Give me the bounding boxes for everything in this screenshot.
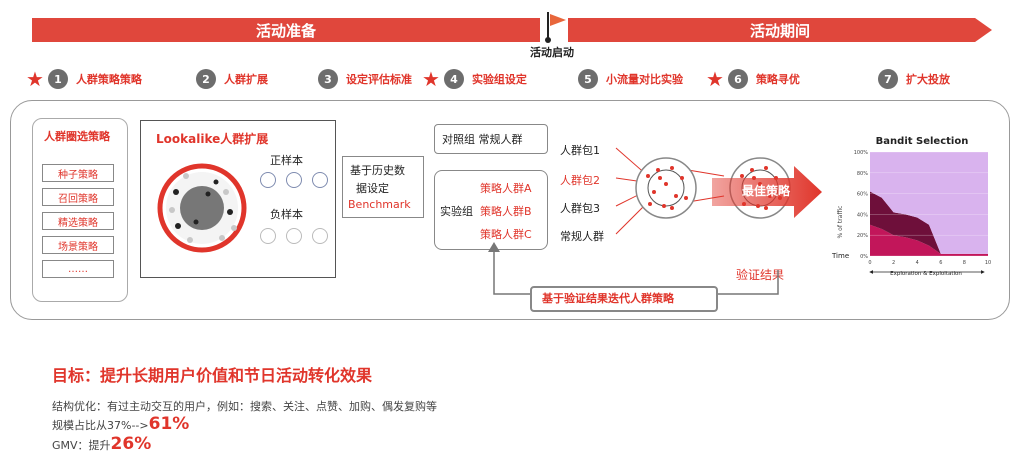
chart-x-tick: 6 <box>939 260 942 266</box>
step-label: 策略寻优 <box>755 73 800 86</box>
step-label: 人群扩展 <box>224 73 268 86</box>
step-label: 扩大投放 <box>906 73 950 86</box>
goal-line2: 规模占比从37%-->61% <box>52 414 189 434</box>
user-icon <box>312 172 328 188</box>
chart-area-series-2 <box>870 191 988 254</box>
strategy-seed: 种子策略 <box>42 164 114 182</box>
main-panel <box>10 100 1010 320</box>
user-icon <box>260 172 276 188</box>
step-2: 2 人群扩展 <box>196 68 268 90</box>
chart-title: Bandit Selection <box>876 136 969 147</box>
chart-y-tick: 60% <box>857 192 868 198</box>
benchmark-line2: 据设定 <box>356 182 389 195</box>
positive-sample-label: 正样本 <box>270 154 303 167</box>
experiment-group-label: 实验组 <box>440 205 473 218</box>
negative-sample-label: 负样本 <box>270 208 303 221</box>
package-1: 人群包1 <box>560 144 600 157</box>
chart-x-tick: 2 <box>892 260 895 266</box>
goal-line2-value: 61% <box>148 414 190 434</box>
chart-x-tick: 4 <box>916 260 919 266</box>
step-4: ★ 4 实验组设定 <box>422 68 527 90</box>
selection-title: 人群圈选策略 <box>44 130 110 143</box>
experiment-group-b: 策略人群B <box>480 205 532 218</box>
control-group-label: 对照组 常规人群 <box>442 133 523 146</box>
goal-line1: 结构优化：有过主动交互的用户，例如：搜索、关注、点赞、加购、偶发复购等 <box>52 400 437 413</box>
step-3: 3 设定评估标准 <box>318 68 412 90</box>
benchmark-box <box>342 156 424 218</box>
goal-line3-value: 26% <box>110 434 152 454</box>
experiment-group-a: 策略人群A <box>480 182 532 195</box>
best-strategy-arrow <box>712 164 824 224</box>
chart-y-tick: 80% <box>857 171 868 177</box>
lookalike-title: Lookalike人群扩展 <box>156 132 269 146</box>
prep-banner: 活动准备 <box>32 18 540 42</box>
chart-area-series-1 <box>870 224 988 256</box>
during-banner: 活动期间 <box>568 18 992 42</box>
goal-line3-prefix: GMV：提升 <box>52 439 111 452</box>
step-1: ★ 1 人群策略策略 <box>26 68 142 90</box>
step-number: 7 <box>878 69 898 89</box>
prep-banner-label: 活动准备 <box>255 21 316 40</box>
user-icon <box>286 172 302 188</box>
user-icon <box>312 228 328 244</box>
negative-sample-icons <box>260 228 338 248</box>
benchmark-line3: Benchmark <box>348 198 411 211</box>
iterate-strategy-label: 基于验证结果迭代人群策略 <box>542 292 674 305</box>
star-icon: ★ <box>706 67 724 91</box>
lookalike-circle-diagram <box>156 152 248 268</box>
benchmark-line1: 基于历史数 <box>350 164 405 177</box>
step-number: 4 <box>443 69 464 89</box>
best-strategy-label: 最佳策略 <box>742 184 791 198</box>
strategy-more: …… <box>42 260 114 278</box>
positive-sample-icons <box>260 172 338 192</box>
goal-line3: GMV：提升26% <box>52 434 151 454</box>
star-icon: ★ <box>422 67 440 91</box>
launch-flag-icon <box>544 10 574 48</box>
package-2: 人群包2 <box>560 174 600 187</box>
experiment-group-c: 策略人群C <box>480 228 532 241</box>
chart-y-tick: 0% <box>860 254 868 260</box>
goal-title: 目标：提升长期用户价值和节日活动转化效果 <box>52 366 373 385</box>
step-6: ★ 6 策略寻优 <box>706 68 800 90</box>
launch-label: 活动启动 <box>530 46 574 59</box>
step-number: 6 <box>727 69 748 89</box>
step-5: 5 小流量对比实验 <box>578 68 683 90</box>
step-7: 7 扩大投放 <box>878 68 950 90</box>
chart-x-tick: 10 <box>985 260 991 266</box>
step-label: 人群策略策略 <box>75 73 142 86</box>
verify-result-label: 验证结果 <box>736 268 785 282</box>
step-label: 设定评估标准 <box>346 73 412 86</box>
experiment-group-box <box>434 170 548 250</box>
step-label: 实验组设定 <box>471 73 527 86</box>
strategy-scene: 场景策略 <box>42 236 114 254</box>
chart-area-series-3 <box>870 152 988 254</box>
chart-y-tick: 20% <box>857 233 868 239</box>
user-icon <box>260 228 276 244</box>
step-number: 3 <box>318 69 338 89</box>
chart-xlabel: Time <box>831 252 849 260</box>
control-group-box <box>434 124 548 154</box>
iterate-strategy-box <box>530 286 718 312</box>
chart-x-tick: 8 <box>963 260 966 266</box>
strategy-recall: 召回策略 <box>42 188 114 206</box>
user-icon <box>286 228 302 244</box>
step-label: 小流量对比实验 <box>606 73 683 86</box>
strategy-refine: 精选策略 <box>42 212 114 230</box>
package-regular: 常规人群 <box>560 230 604 243</box>
chart-ylabel: % of traffic <box>837 206 844 239</box>
bandit-chart: Bandit Selection % of traffic 0%20%40%60… <box>826 130 1006 284</box>
chart-y-tick: 40% <box>857 212 868 218</box>
step-number: 2 <box>196 69 216 89</box>
chart-axis-note: Exploration & Exploitation <box>890 271 962 277</box>
star-icon: ★ <box>26 67 44 91</box>
during-banner-label: 活动期间 <box>749 21 810 40</box>
chart-y-tick: 100% <box>854 150 869 156</box>
step-number: 1 <box>47 69 68 89</box>
package-3: 人群包3 <box>560 202 600 215</box>
selection-box <box>32 118 128 302</box>
step-number: 5 <box>578 69 598 89</box>
chart-x-tick: 0 <box>868 260 871 266</box>
goal-line2-prefix: 规模占比从37%--> <box>52 419 149 432</box>
